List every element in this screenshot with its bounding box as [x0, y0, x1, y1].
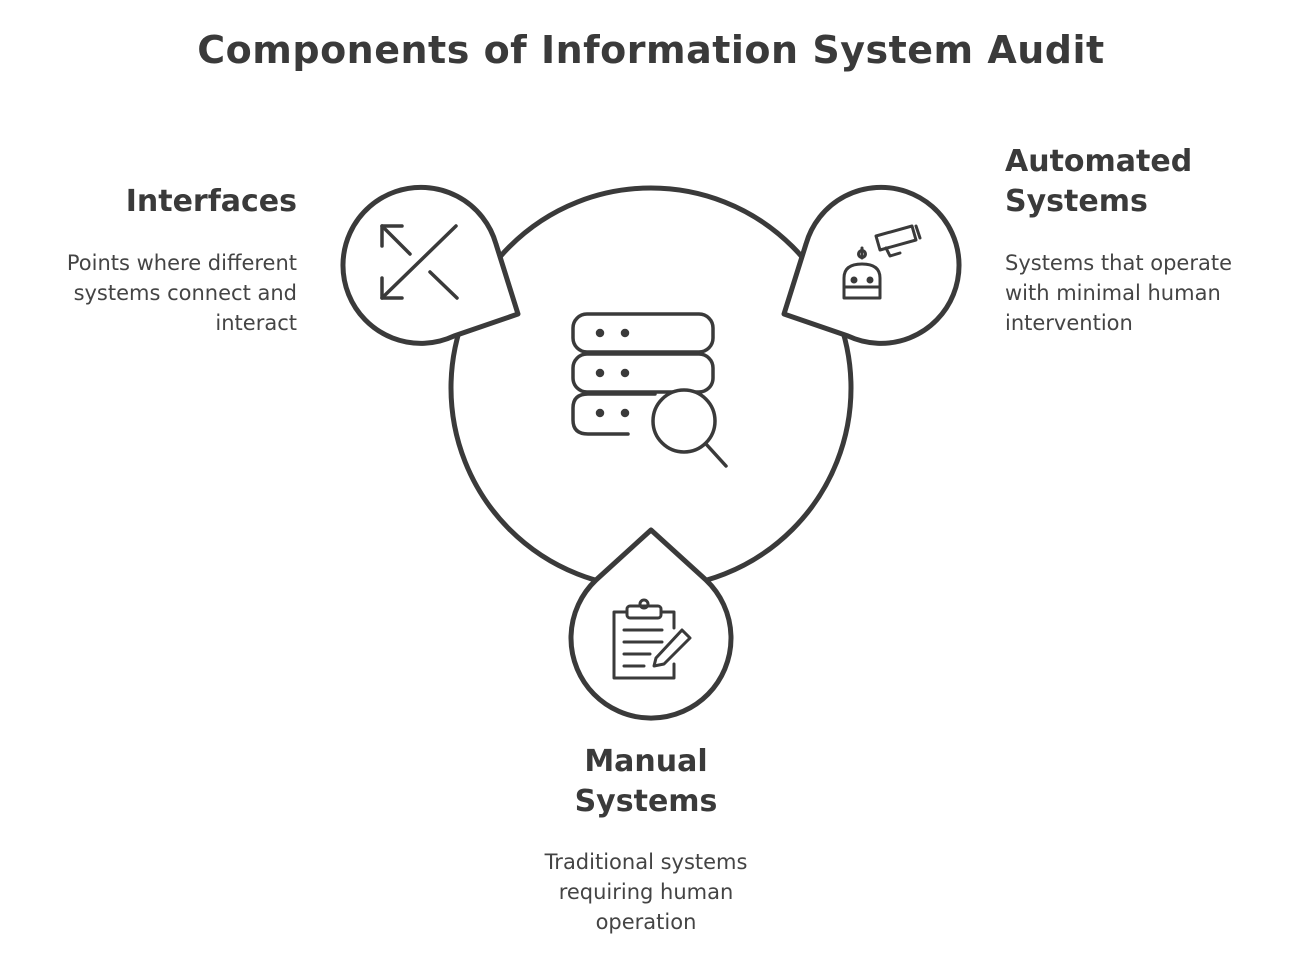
automated-heading-line2: Systems: [1005, 184, 1148, 219]
manual-heading-line1: Manual: [584, 744, 708, 779]
manual-description-line3: operation: [595, 910, 697, 934]
page-title: Components of Information System Audit: [197, 28, 1105, 72]
database-search-icon: [571, 312, 728, 468]
manual-description-line2: requiring human: [558, 880, 734, 904]
interfaces-heading: Interfaces: [125, 184, 297, 219]
interfaces-node: [340, 184, 521, 346]
automated-heading-line1: Automated: [1005, 144, 1193, 179]
robot-camera-icon: [842, 224, 922, 300]
manual-node: [568, 527, 734, 721]
clipboard-pen-icon: [612, 598, 692, 680]
interfaces-description: Points where different systems connect a…: [66, 251, 297, 335]
manual-heading-line2: Systems: [574, 784, 718, 819]
automated-description: Systems that operate with minimal human …: [1005, 251, 1233, 335]
arrows-diagonal-icon: [380, 224, 459, 300]
manual-description-line1: Traditional systems: [544, 850, 748, 874]
